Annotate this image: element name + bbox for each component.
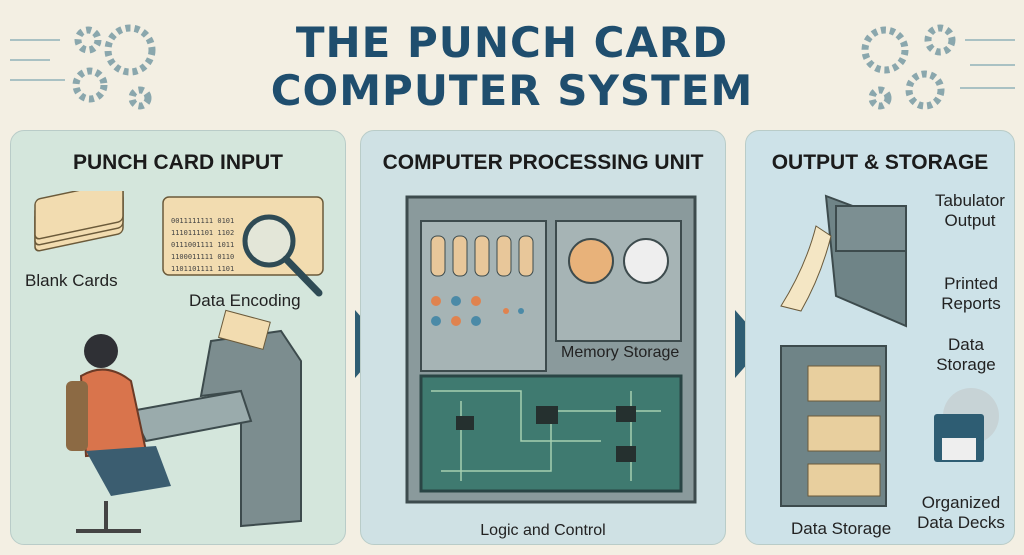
- floppy-disk-icon: [934, 388, 999, 462]
- blank-cards-image: [34, 191, 124, 252]
- panel-computer-processing-unit: COMPUTER PROCESSING UNIT Memory Storage …: [360, 130, 726, 545]
- tabulator-machine-image: [780, 194, 907, 328]
- label-data-storage: Data Storage: [791, 519, 892, 538]
- panel-heading: PUNCH CARD INPUT: [73, 151, 283, 174]
- svg-text:1101101111 1101: 1101101111 1101: [171, 265, 234, 273]
- panel-punch-card-input: PUNCH CARD INPUT Blank Cards 0011111111 …: [10, 130, 346, 545]
- storage-cabinet-image: [780, 345, 887, 507]
- label-memory-storage: Memory Storage: [561, 344, 680, 361]
- computer-cabinet-image: [405, 195, 697, 504]
- label-organized-data-decks: Organized Data Decks: [917, 493, 1005, 532]
- label-blank-cards: Blank Cards: [25, 271, 118, 290]
- title-line-1: THE PUNCH CARD: [295, 18, 729, 67]
- gears-right-icon: [861, 24, 1015, 110]
- gears-left-icon: [10, 24, 156, 110]
- data-encoding-card-image: 0011111111 0101 1110111101 1102 0111001111…: [162, 196, 324, 297]
- panel-heading: OUTPUT & STORAGE: [771, 151, 989, 174]
- svg-text:1100011111 0110: 1100011111 0110: [171, 253, 234, 261]
- panel-heading: COMPUTER PROCESSING UNIT: [382, 151, 704, 174]
- title-line-2: COMPUTER SYSTEM: [270, 66, 754, 115]
- operator-keypunch-image: [66, 309, 302, 533]
- label-logic-control: Logic and Control: [480, 522, 606, 539]
- panel-output-storage: OUTPUT & STORAGE Tabulator Output Printe…: [745, 130, 1015, 545]
- label-data-encoding: Data Encoding: [189, 291, 301, 310]
- label-data-storage-side: Data Storage: [936, 335, 996, 374]
- svg-text:0011111111 0101: 0011111111 0101: [171, 217, 234, 225]
- svg-text:0111001111 1011: 0111001111 1011: [171, 241, 234, 249]
- svg-text:1110111101 1102: 1110111101 1102: [171, 229, 234, 237]
- label-tabulator-output: Tabulator Output: [926, 191, 1014, 231]
- label-tabulator-output-text: Tabulator Output: [935, 191, 1005, 230]
- label-printed-reports: Printed Reports: [941, 274, 1001, 313]
